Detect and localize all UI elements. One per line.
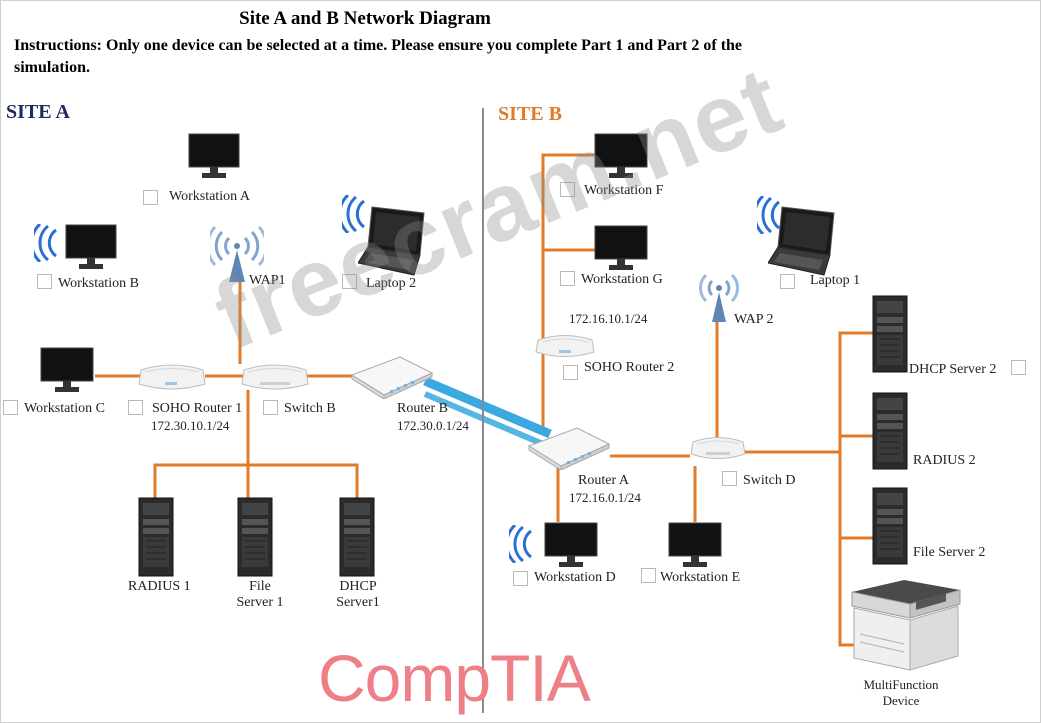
router-a-label: Router A	[578, 473, 629, 488]
radius-2-label: RADIUS 2	[913, 453, 976, 468]
dhcp-server-2-label: DHCP Server 2	[909, 362, 997, 377]
dhcp-server-2-checkbox[interactable]	[1011, 360, 1026, 375]
switch-b-checkbox[interactable]	[263, 400, 278, 415]
workstation-c-label: Workstation C	[24, 401, 105, 416]
server-icon	[872, 487, 908, 565]
laptop-1-label: Laptop 1	[810, 273, 861, 288]
server-icon	[138, 497, 174, 577]
workstation-d-label: Workstation D	[534, 570, 616, 585]
workstation-e-label: Workstation E	[660, 570, 741, 585]
multifunction-device-label: MultiFunction Device	[863, 677, 939, 708]
workstation-e-checkbox[interactable]	[641, 568, 656, 583]
monitor-icon	[40, 347, 94, 395]
workstation-a-label: Workstation A	[169, 189, 250, 204]
server-icon	[872, 392, 908, 470]
site-b-label: SITE B	[498, 103, 562, 125]
laptop-icon	[358, 203, 430, 277]
server-icon	[872, 295, 908, 373]
monitor-icon	[594, 133, 648, 181]
switch-b-label: Switch B	[284, 401, 336, 416]
site-divider	[482, 108, 484, 713]
router-icon	[527, 426, 611, 470]
wifi-signal-icon	[34, 224, 60, 262]
server-icon	[339, 497, 375, 577]
wireless-ap-icon	[697, 270, 741, 324]
wifi-signal-icon	[757, 196, 783, 234]
wap2-label: WAP 2	[734, 312, 774, 327]
site-a-label: SITE A	[6, 101, 70, 123]
dhcp-server-1-label: DHCP Server1	[336, 579, 380, 610]
wan-link-a	[423, 376, 552, 439]
file-server-1-label: File Server 1	[236, 579, 284, 610]
instructions: Instructions: Only one device can be sel…	[14, 37, 743, 76]
monitor-icon	[668, 522, 722, 570]
monitor-icon	[594, 225, 648, 273]
switch-d-label: Switch D	[743, 473, 796, 488]
workstation-b-checkbox[interactable]	[37, 274, 52, 289]
printer-icon	[846, 578, 964, 674]
wifi-signal-icon	[342, 195, 368, 233]
wan-link-b	[423, 391, 552, 450]
laptop-1-checkbox[interactable]	[780, 274, 795, 289]
workstation-b-label: Workstation B	[58, 276, 139, 291]
workstation-c-checkbox[interactable]	[3, 400, 18, 415]
laptop-2-label: Laptop 2	[366, 276, 417, 291]
laptop-icon	[768, 203, 840, 277]
monitor-icon	[188, 133, 240, 181]
radius-1-label: RADIUS 1	[128, 579, 191, 594]
workstation-g-checkbox[interactable]	[560, 271, 575, 286]
soho-router-2-ip: 172.16.10.1/24	[569, 311, 648, 326]
monitor-icon	[65, 224, 117, 272]
wire-server-bus-b	[838, 331, 875, 647]
workstation-a-checkbox[interactable]	[143, 190, 158, 205]
switch-icon	[688, 433, 748, 463]
file-server-2-label: File Server 2	[913, 545, 986, 560]
wap1-label: WAP1	[249, 273, 286, 288]
comptia-logo: CompTIA	[318, 641, 591, 715]
monitor-icon	[544, 522, 598, 570]
server-icon	[237, 497, 273, 577]
router-b-label: Router B	[397, 401, 448, 416]
router-icon	[350, 355, 434, 399]
soho-router-2-label: SOHO Router 2	[584, 360, 675, 375]
router-icon	[135, 360, 209, 394]
wireless-ap-icon	[210, 226, 264, 284]
switch-icon	[238, 360, 312, 394]
workstation-f-checkbox[interactable]	[560, 182, 575, 197]
page-title: Site A and B Network Diagram	[239, 8, 491, 29]
workstation-f-label: Workstation F	[584, 183, 664, 198]
wire-server-bus-a	[153, 463, 359, 498]
soho-router-1-checkbox[interactable]	[128, 400, 143, 415]
soho-router-1-ip: 172.30.10.1/24	[151, 418, 230, 433]
laptop-2-checkbox[interactable]	[342, 274, 357, 289]
wire-wsf-soho2	[541, 153, 595, 340]
wifi-signal-icon	[509, 525, 535, 563]
router-icon	[533, 331, 597, 361]
router-a-ip: 172.16.0.1/24	[569, 490, 641, 505]
workstation-d-checkbox[interactable]	[513, 571, 528, 586]
workstation-g-label: Workstation G	[581, 272, 663, 287]
soho-router-2-checkbox[interactable]	[563, 365, 578, 380]
soho-router-1-label: SOHO Router 1	[152, 401, 243, 416]
router-b-ip: 172.30.0.1/24	[397, 418, 469, 433]
switch-d-checkbox[interactable]	[722, 471, 737, 486]
